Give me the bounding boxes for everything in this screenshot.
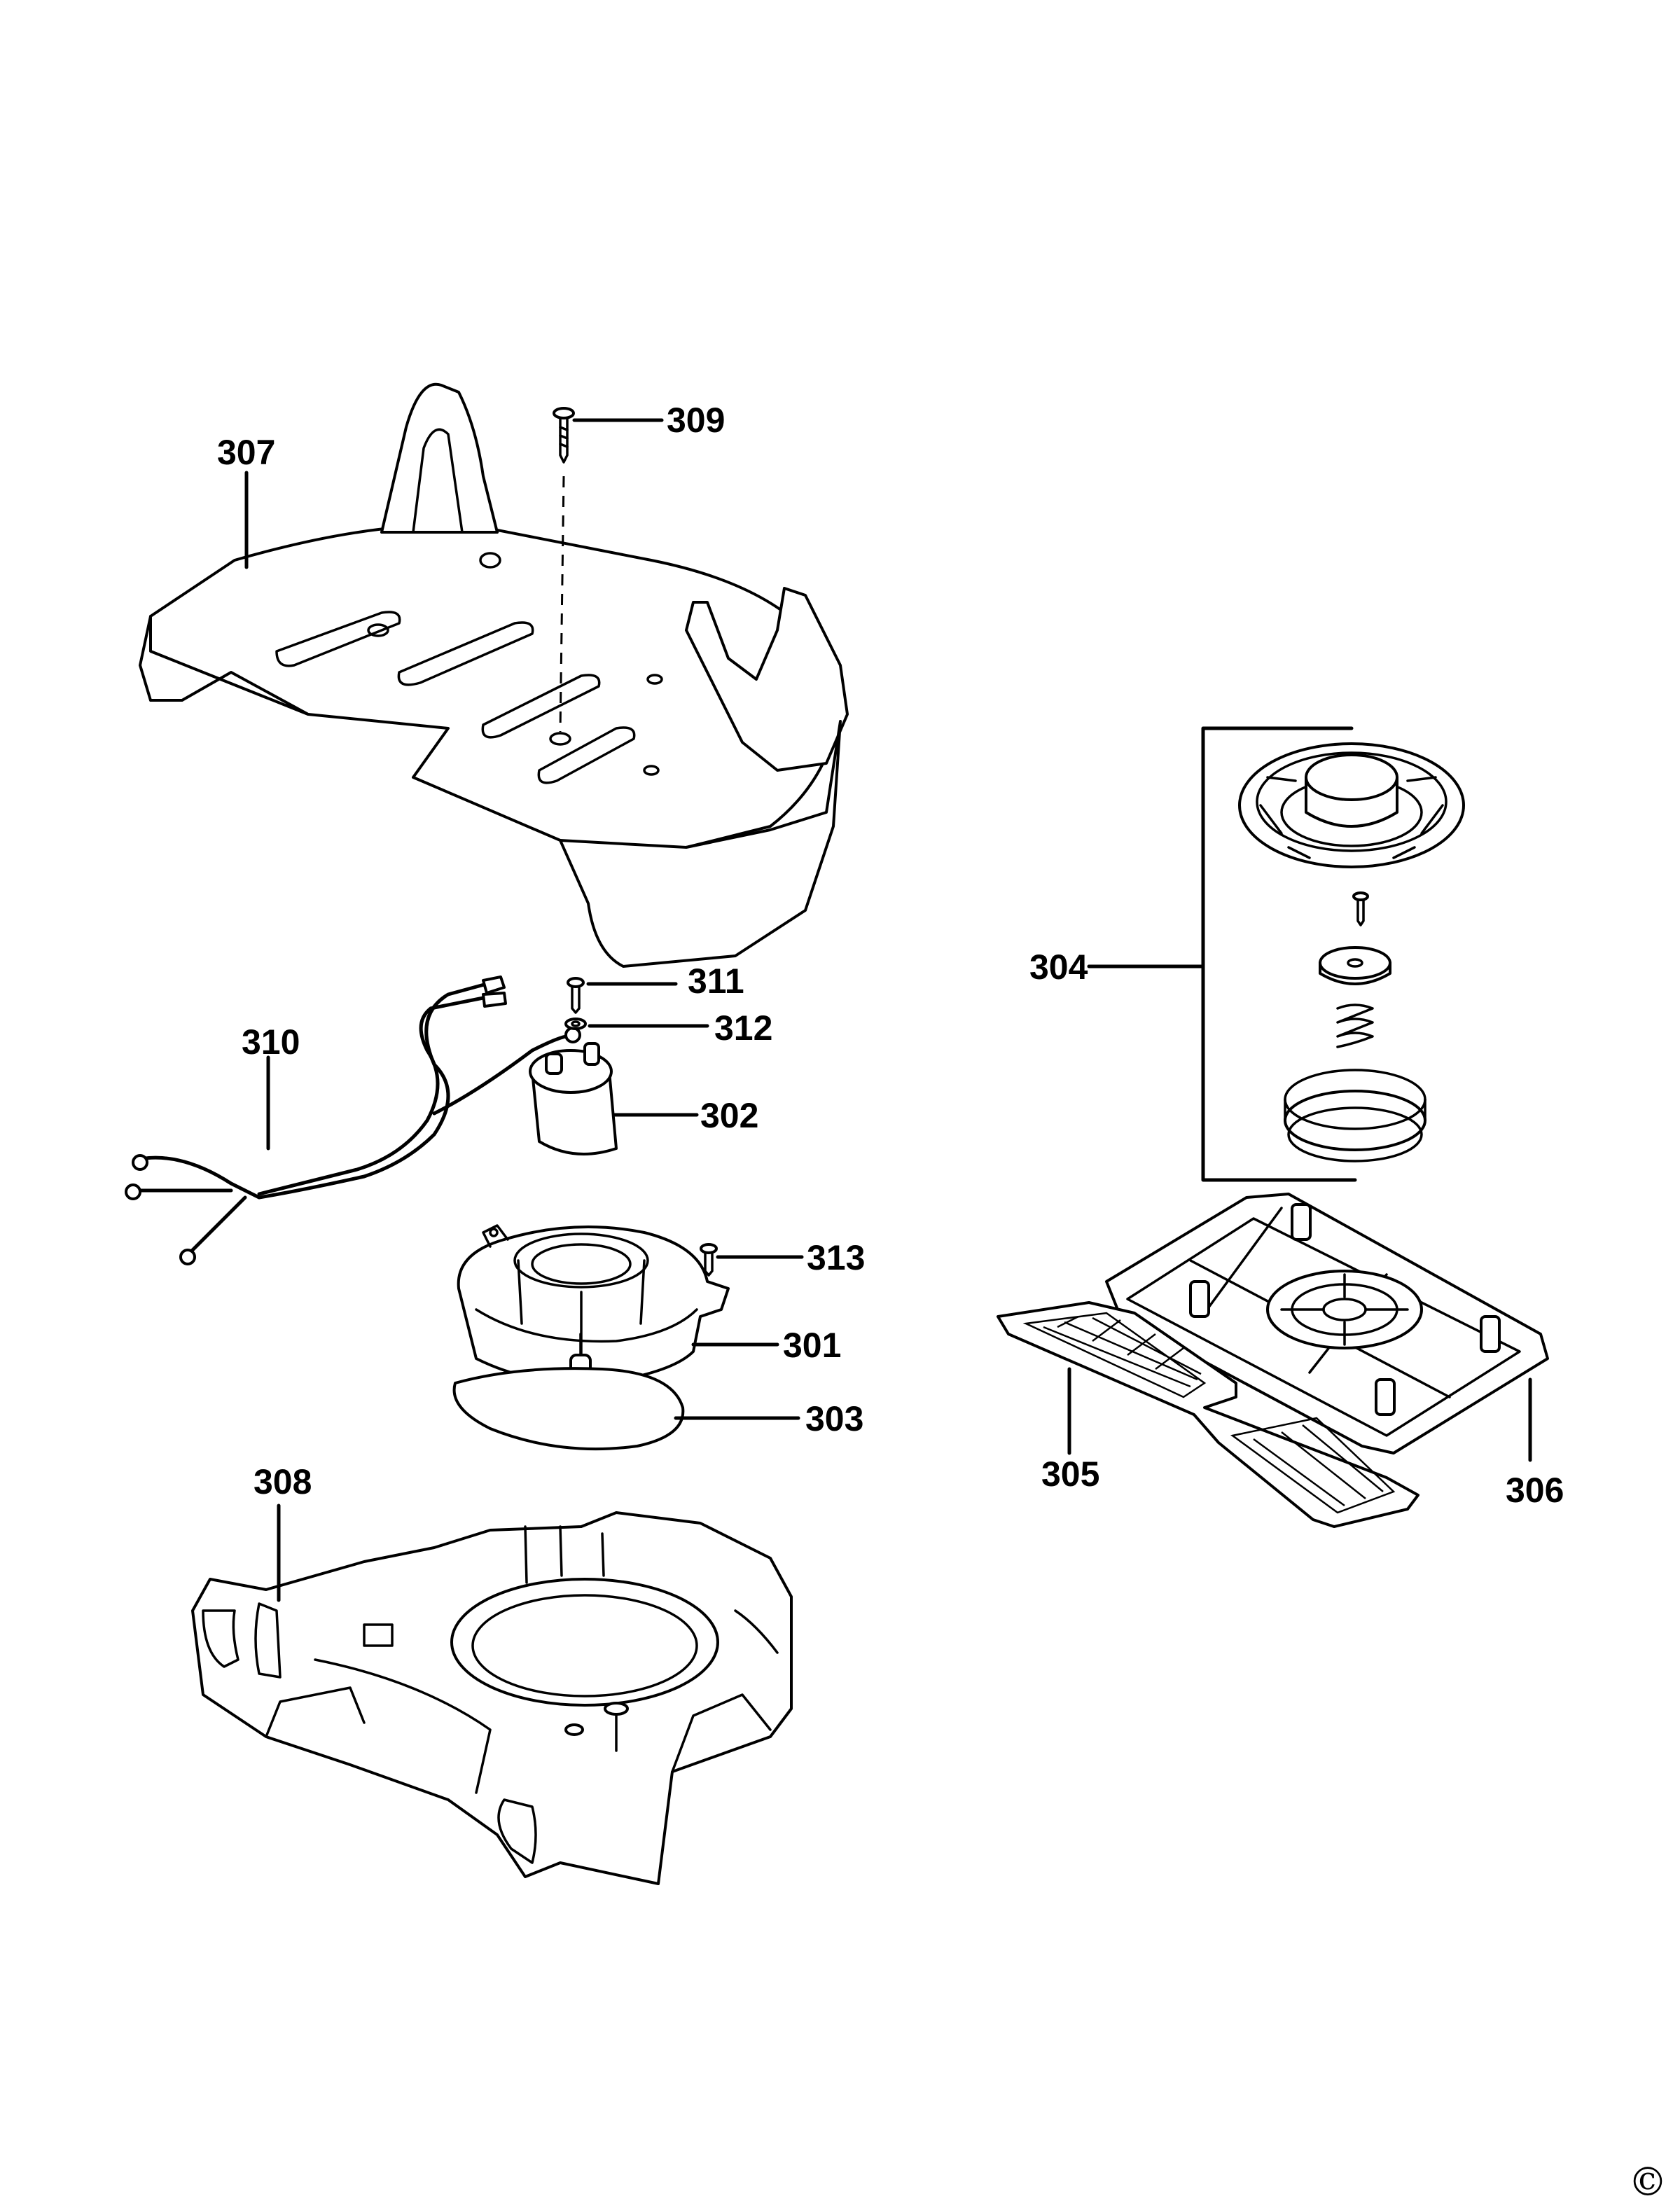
label-310: 310: [242, 1022, 300, 1062]
label-305: 305: [1041, 1454, 1099, 1494]
part-311-screw: [567, 977, 585, 1014]
label-302: 302: [700, 1096, 758, 1135]
part-301-fan-housing: [457, 1224, 730, 1385]
label-312: 312: [714, 1008, 772, 1048]
part-306-base-plate: [1105, 1193, 1549, 1454]
label-306: 306: [1506, 1471, 1564, 1510]
label-307: 307: [217, 433, 275, 472]
part-308-lower-base: [191, 1511, 793, 1885]
part-312-washer: [564, 1018, 587, 1030]
part-303-gasket: [452, 1367, 685, 1451]
label-309: 309: [667, 401, 725, 440]
label-301: 301: [783, 1326, 841, 1365]
part-307-upper-housing: [139, 382, 849, 968]
part-302-motor: [529, 1042, 618, 1155]
part-304-filter-assembly: [1238, 742, 1465, 1162]
label-313: 313: [807, 1238, 865, 1277]
label-304: 304: [1029, 947, 1088, 987]
part-304-bracket: [1201, 726, 1357, 1182]
label-308: 308: [254, 1462, 312, 1501]
copyright-mark: ©: [1628, 2160, 1667, 2205]
part-labels: 307 309 311 312 310 302 304 313 301 303 …: [217, 401, 1564, 1510]
part-309-screw: [553, 407, 575, 732]
part-305-filter-pad: [997, 1301, 1419, 1528]
leader-lines: [244, 418, 1532, 1602]
label-311: 311: [688, 961, 744, 1001]
part-310-wire-harness: [125, 975, 581, 1265]
part-313-screw: [700, 1243, 718, 1277]
label-303: 303: [805, 1399, 863, 1438]
